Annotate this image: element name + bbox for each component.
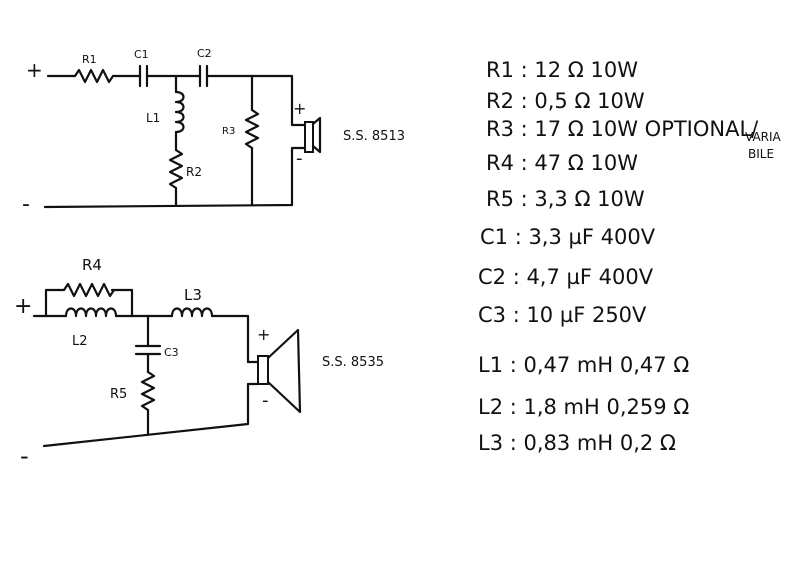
c1-label: C1 xyxy=(134,48,149,61)
tweeter-speaker-plus: + xyxy=(293,99,306,118)
woofer-speaker: + - xyxy=(257,325,302,414)
r3-label: R3 xyxy=(222,126,235,137)
r4-resistor: R4 xyxy=(62,256,116,298)
tweeter-minus-terminal: - xyxy=(22,192,30,217)
parts-list-item: R4 : 47 Ω 10W xyxy=(486,151,638,175)
parts-list-item: R3 : 17 Ω 10W OPTIONAL/ xyxy=(486,117,759,141)
parts-list-item: L3 : 0,83 mH 0,2 Ω xyxy=(478,431,676,455)
r4-label: R4 xyxy=(82,256,102,274)
woofer-speaker-plus: + xyxy=(257,325,270,344)
r5-label: R5 xyxy=(110,387,127,402)
r2-resistor: R2 xyxy=(168,148,202,190)
c3-capacitor: C3 xyxy=(134,344,179,359)
r3-variable-note-line2: BILE xyxy=(748,147,774,161)
tweeter-speaker: + - xyxy=(293,99,322,169)
c2-capacitor: C2 xyxy=(197,47,212,88)
parts-list-item: R1 : 12 Ω 10W xyxy=(486,58,638,82)
l1-inductor: L1 xyxy=(146,90,185,134)
r2-label: R2 xyxy=(186,165,202,179)
parts-list-item: R5 : 3,3 Ω 10W xyxy=(486,187,645,211)
r1-label: R1 xyxy=(82,53,97,66)
tweeter-crossover-circuit: + R1 C1 C2 L1 R2 xyxy=(22,47,405,217)
l3-label: L3 xyxy=(184,286,202,304)
parts-list-item: C1 : 3,3 µF 400V xyxy=(480,225,656,249)
c2-label: C2 xyxy=(197,47,212,60)
parts-list-item: L1 : 0,47 mH 0,47 Ω xyxy=(478,353,689,377)
tweeter-plus-terminal: + xyxy=(26,58,43,82)
parts-list: R1 : 12 Ω 10W R2 : 0,5 Ω 10W R3 : 17 Ω 1… xyxy=(478,58,782,455)
r3-resistor: R3 xyxy=(222,108,260,150)
l1-label: L1 xyxy=(146,111,160,125)
tweeter-model-label: S.S. 8513 xyxy=(343,129,405,144)
parts-list-item: C2 : 4,7 µF 400V xyxy=(478,265,654,289)
c3-label: C3 xyxy=(164,346,179,359)
c1-capacitor: C1 xyxy=(134,48,149,88)
woofer-model-label: S.S. 8535 xyxy=(322,355,384,370)
woofer-speaker-minus: - xyxy=(262,390,269,411)
parts-list-item: L2 : 1,8 mH 0,259 Ω xyxy=(478,395,689,419)
woofer-crossover-circuit: + R4 L2 L3 C3 R5 xyxy=(14,256,384,470)
r1-resistor: R1 xyxy=(73,53,115,84)
parts-list-item: C3 : 10 µF 250V xyxy=(478,303,647,327)
l3-inductor: L3 xyxy=(170,286,214,318)
l2-label: L2 xyxy=(72,334,88,349)
woofer-plus-terminal: + xyxy=(14,294,32,319)
r3-variable-note-line1: VARIA xyxy=(745,130,782,144)
r5-resistor: R5 xyxy=(110,370,156,412)
tweeter-speaker-minus: - xyxy=(296,148,303,169)
woofer-minus-terminal: - xyxy=(20,442,29,470)
l2-inductor: L2 xyxy=(64,307,118,349)
parts-list-item: R2 : 0,5 Ω 10W xyxy=(486,89,645,113)
